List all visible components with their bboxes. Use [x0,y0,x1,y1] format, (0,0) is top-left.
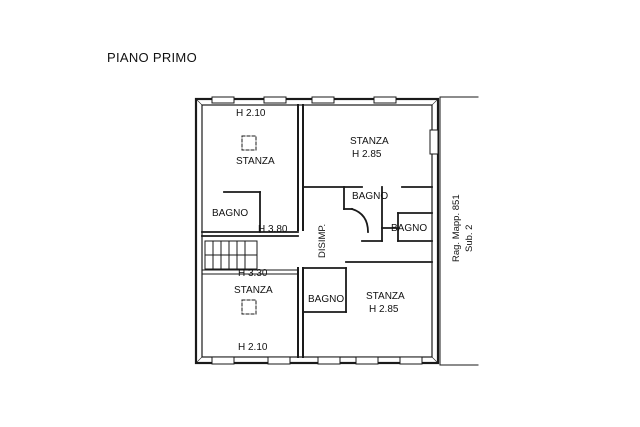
wall-hatch [195,98,439,364]
label-bagno-left: BAGNO [212,208,249,219]
cadastral-ref-line2: Sub. 2 [464,224,475,252]
cadastral-ref-line1: Rag. Mapp. 851 [451,194,462,262]
plan-title: PIANO PRIMO [107,50,197,65]
bagno-bottom-walls [302,261,433,313]
central-partition [297,104,304,358]
label-disimpegno: DISIMP. [317,223,328,258]
label-stanza-top-left: STANZA [236,156,275,167]
label-bagno-bottom: BAGNO [308,294,345,305]
height-stanza-bottom-left: H 2.10 [238,342,268,353]
staircase [201,240,299,275]
window-right [429,129,439,155]
height-stanza-bottom-right: H 2.85 [369,304,399,315]
label-stanza-bottom-right: STANZA [366,291,405,302]
height-stair-landing: H 3.80 [258,224,288,235]
bagno-center-walls [302,186,433,242]
skylights [241,135,257,315]
label-stanza-bottom-left: STANZA [234,285,273,296]
height-stair-bottom: H 3.30 [238,268,268,279]
height-stanza-top-left: H 2.10 [236,108,266,119]
label-bagno-center: BAGNO [352,191,389,202]
windows-bottom [211,356,423,365]
label-bagno-right: BAGNO [391,223,428,234]
bagno-left-walls [201,191,299,237]
label-stanza-top-right: STANZA [350,136,389,147]
adjacent-lines [439,96,479,366]
height-stanza-top-right: H 2.85 [352,149,382,160]
windows-top [211,96,397,104]
